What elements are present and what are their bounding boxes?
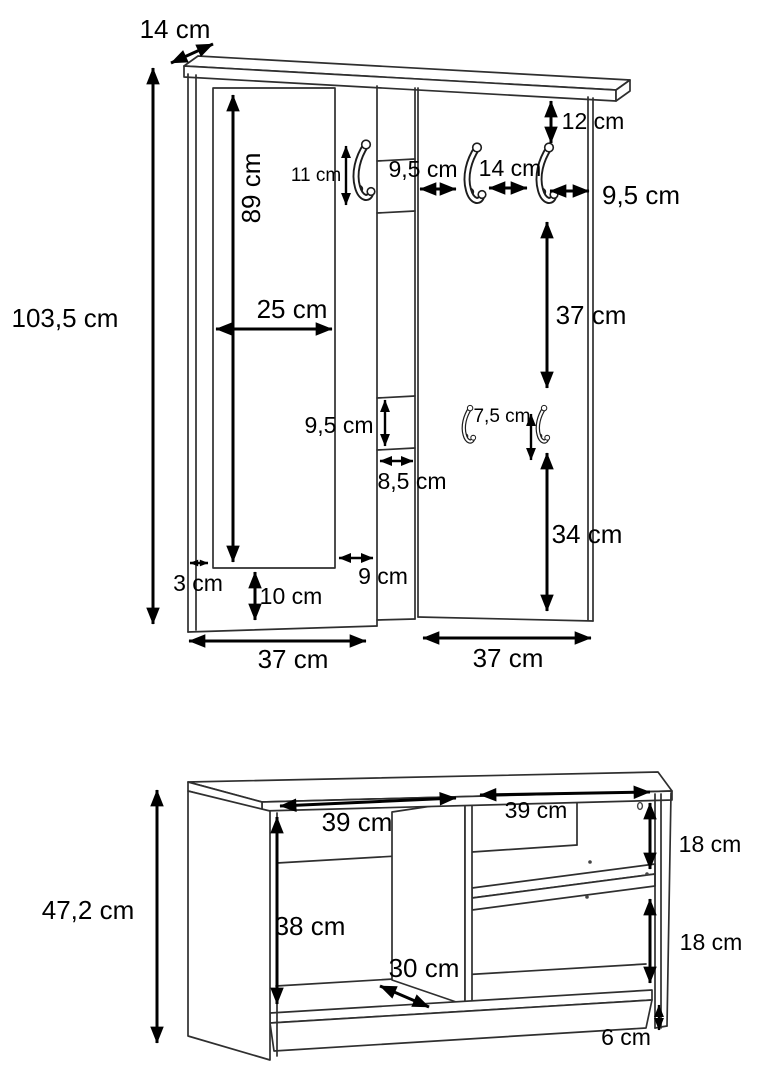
dim-label-hook-spacing: 14 cm	[479, 155, 542, 181]
strip-bottom-edge	[376, 618, 416, 621]
arrow-shelf-depth	[170, 42, 214, 65]
bench-right-panel-outer-edge	[666, 792, 672, 1027]
screw-hole	[636, 801, 644, 811]
screw-hole	[585, 895, 589, 899]
top-shelf-end-face	[615, 79, 631, 102]
arrow-left-compartment-width	[279, 791, 457, 813]
dim-label-hook-length: 11 cm	[291, 165, 341, 186]
right-panel-bottom-edge	[417, 616, 594, 622]
dim-label-mirror-bottom-gap: 10 cm	[260, 583, 323, 609]
strip-divider-4	[376, 447, 416, 451]
dim-label-strip-width: 8,5 cm	[377, 468, 446, 494]
screw-hole	[645, 872, 649, 876]
dim-label-bench-height: 47,2 cm	[42, 895, 135, 925]
dim-label-mirror-right-gap: 9 cm	[358, 563, 408, 589]
bench-left-side-panel	[187, 790, 271, 1061]
coat-hook-icon	[356, 140, 375, 197]
dim-label-hook-inset-left: 9,5 cm	[388, 156, 457, 182]
dim-label-shelf-depth: 14 cm	[140, 14, 211, 44]
lower-unit-diagram: 47,2 cm 39 cm 39 cm 18 cm 38 cm 18 cm 30…	[42, 771, 743, 1061]
dim-label-lower-shelf-spacing: 18 cm	[680, 929, 743, 955]
bench-back-rail-right	[471, 844, 578, 853]
strip-divider-2	[376, 210, 416, 214]
dim-label-strip-section-height: 9,5 cm	[304, 412, 373, 438]
dim-label-total-height: 103,5 cm	[12, 303, 119, 333]
dim-label-left-compartment-width: 39 cm	[322, 807, 393, 837]
dim-label-mirror-left-gap: 3 cm	[173, 570, 223, 596]
arrow-right-compartment-width	[479, 785, 651, 802]
dim-label-hook-inset-right: 9,5 cm	[602, 180, 680, 210]
bench-partition-front-edge	[464, 799, 473, 1006]
dim-label-right-panel-width: 37 cm	[473, 643, 544, 673]
dim-label-mirror-height: 89 cm	[236, 153, 266, 224]
dim-label-lower-hooks-to-bottom: 34 cm	[552, 519, 623, 549]
dim-label-small-hook-length: 7,5 cm	[473, 406, 530, 427]
dim-label-partition-depth: 30 cm	[389, 953, 460, 983]
left-panel-bottom-edge	[187, 625, 378, 633]
dim-label-hook-rows-gap: 37 cm	[556, 300, 627, 330]
dim-label-plinth-height: 6 cm	[601, 1024, 651, 1050]
coat-hook-icon	[538, 405, 550, 441]
dim-label-upper-shelf-spacing: 18 cm	[679, 831, 742, 857]
bench-plinth-front-face	[269, 999, 653, 1052]
dim-label-right-compartment-width: 39 cm	[505, 797, 568, 823]
dim-label-mirror-width: 25 cm	[257, 294, 328, 324]
bench-right-panel-bottom-edge	[654, 1025, 668, 1029]
dim-label-left-panel-width: 37 cm	[258, 644, 329, 674]
dim-label-shelf-to-hooks: 12 cm	[562, 108, 625, 134]
arrow-partition-depth	[379, 984, 430, 1009]
strip-divider-1	[376, 158, 416, 162]
upper-unit-diagram: 14 cm 103,5 cm 89 cm 11 cm 9,5 cm 14 cm …	[12, 14, 680, 674]
strip-divider-3	[376, 395, 416, 399]
dim-label-door-height: 38 cm	[275, 911, 346, 941]
screw-hole	[588, 860, 592, 864]
